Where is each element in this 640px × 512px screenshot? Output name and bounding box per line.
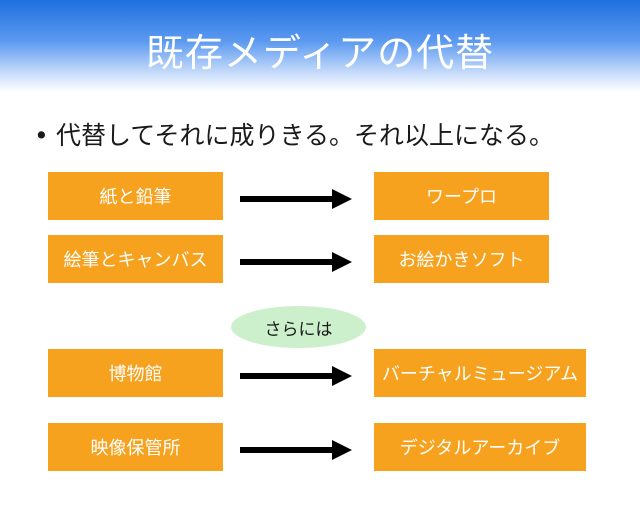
source-box-brush-canvas: 絵筆とキャンバス xyxy=(48,235,223,283)
target-box-paint-software: お絵かきソフト xyxy=(374,235,549,283)
source-box-paper-pencil: 紙と鉛筆 xyxy=(48,172,223,220)
bullet-icon: • xyxy=(34,121,49,150)
bullet-text: 代替してそれに成りきる。それ以上になる。 xyxy=(56,121,555,150)
target-box-digital-archive: デジタルアーカイブ xyxy=(374,423,586,471)
arrow-right-icon xyxy=(240,440,352,460)
source-box-video-archive: 映像保管所 xyxy=(48,423,223,471)
target-box-word-processor: ワープロ xyxy=(374,172,549,220)
arrow-right-icon xyxy=(240,366,352,386)
connector-oval: さらには xyxy=(231,306,366,348)
bullet-point: •代替してそれに成りきる。それ以上になる。 xyxy=(34,116,554,152)
target-box-virtual-museum: バーチャルミュージアム xyxy=(374,349,586,397)
title-banner: 既存メディアの代替 xyxy=(0,0,640,92)
arrow-right-icon xyxy=(240,189,352,209)
slide-title: 既存メディアの代替 xyxy=(145,31,495,75)
arrow-right-icon xyxy=(240,252,352,272)
source-box-museum: 博物館 xyxy=(48,349,223,397)
